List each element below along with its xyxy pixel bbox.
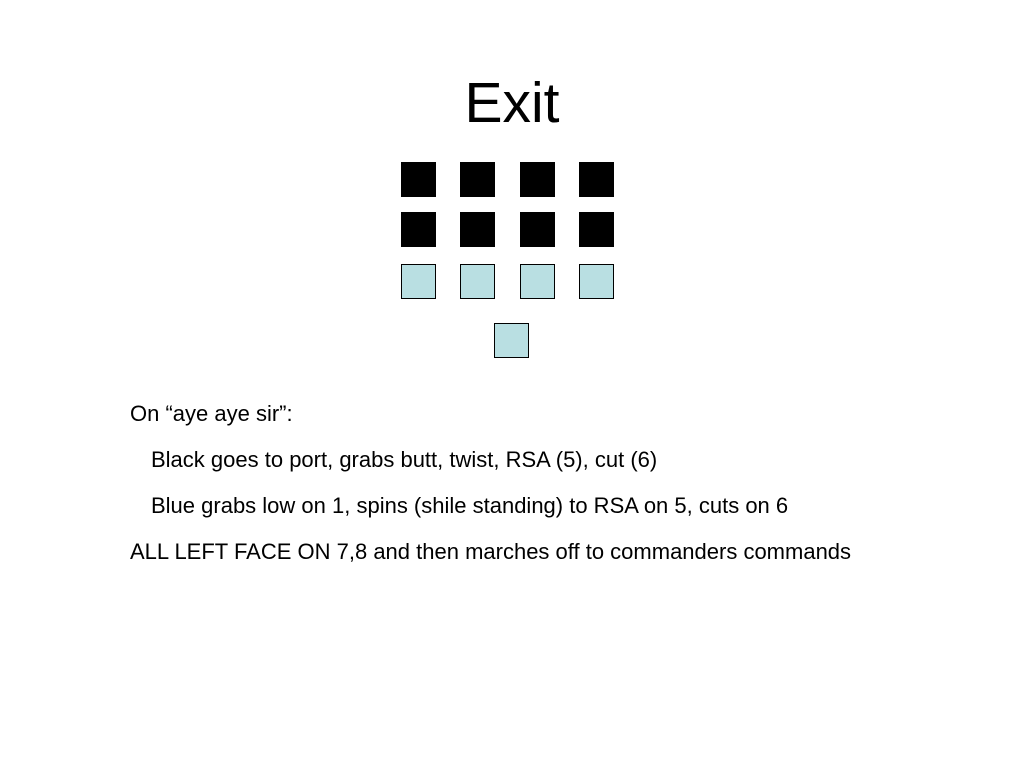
body-line-intro: On “aye aye sir”: [130,401,293,426]
black-square [520,212,555,247]
blue-square [401,264,436,299]
body-line-blue: Blue grabs low on 1, spins (shile standi… [151,493,789,518]
black-square [579,162,614,197]
black-square [401,212,436,247]
black-square [579,212,614,247]
body-line-black: Black goes to port, grabs butt, twist, R… [151,447,658,472]
slide-title: Exit [464,71,560,135]
formation-diagram [0,0,1024,380]
body-text: On “aye aye sir”: Black goes to port, gr… [130,399,900,583]
blue-square [579,264,614,299]
blue-square [520,264,555,299]
black-square [460,212,495,247]
black-square [520,162,555,197]
body-line-all: ALL LEFT FACE ON 7,8 and then marches of… [130,539,852,564]
black-square [401,162,436,197]
black-square [460,162,495,197]
blue-square-commander [494,323,529,358]
blue-square [460,264,495,299]
